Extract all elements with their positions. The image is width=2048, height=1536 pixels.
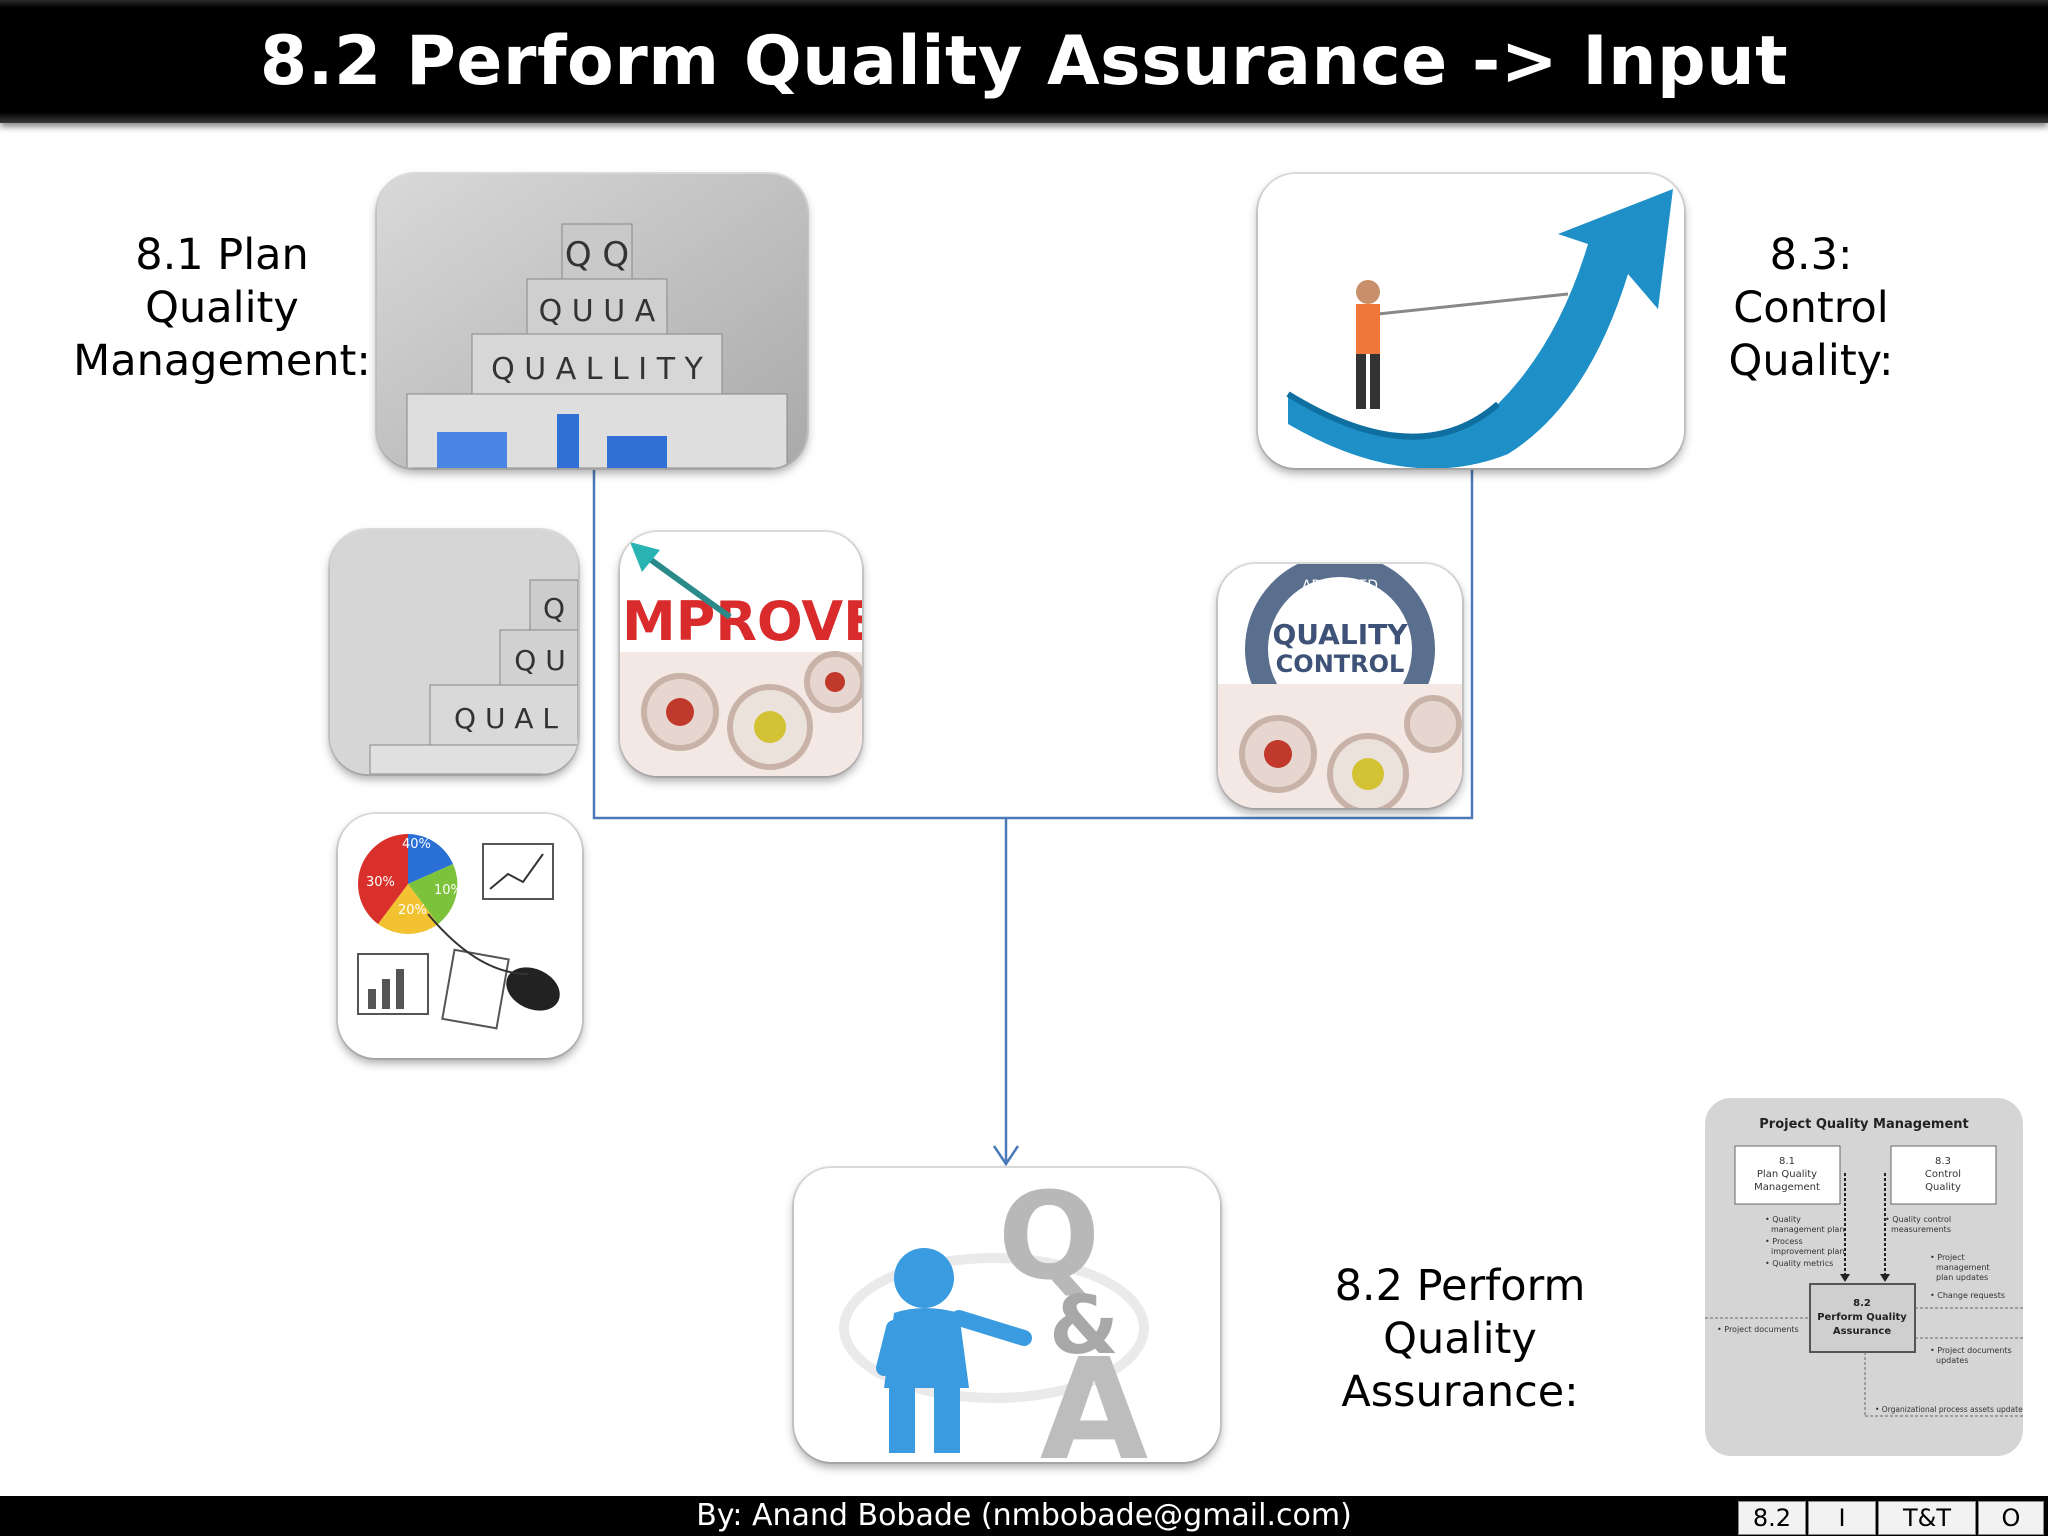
small-cube-letter-1: Q <box>543 592 565 625</box>
label-control-line1: 8.3: Control <box>1733 230 1889 333</box>
improve-text: IMPROVE <box>620 590 862 653</box>
seal-quality-text: QUALITY <box>1273 618 1409 651</box>
input-83-1: • Quality control <box>1885 1215 1951 1224</box>
box-81-line1: 8.1 <box>1779 1156 1795 1167</box>
slide-title: 8.2 Perform Quality Assurance -> Input <box>259 22 1789 101</box>
process-diagram-thumbnail: Project Quality Management 8.1 Plan Qual… <box>1705 1098 2023 1456</box>
box-83-line2: Control <box>1925 1169 1961 1180</box>
box-81-line2: Plan Quality <box>1757 1169 1817 1180</box>
output-3: plan updates <box>1936 1273 1988 1282</box>
box-82-line3: Assurance <box>1833 1326 1891 1337</box>
box-83-line1: 8.3 <box>1935 1156 1951 1167</box>
label-perform-qa: 8.2 Perform Quality Assurance: <box>1270 1260 1650 1419</box>
small-cube-letter-3: Q U A L <box>454 702 558 735</box>
input-81-3: • Process <box>1765 1237 1803 1246</box>
man-pulling-growth-arrow-icon <box>1258 174 1684 468</box>
output-2: management <box>1936 1263 1990 1272</box>
output-6: updates <box>1936 1356 1968 1365</box>
input-81-1: • Quality <box>1765 1215 1801 1224</box>
box-81-line3: Management <box>1754 1182 1820 1193</box>
input-83-2: measurements <box>1891 1225 1951 1234</box>
label-plan-line2: Management: <box>73 336 371 386</box>
growth-arrow-image <box>1258 174 1684 468</box>
label-control-quality: 8.3: Control Quality: <box>1686 229 1936 388</box>
quality-control-seal-icon: APPROVED QUALITY CONTROL <box>1218 564 1462 808</box>
box-83-line3: Quality <box>1925 1182 1961 1193</box>
cube-letters-row: Q U A L L I T Y <box>491 352 703 387</box>
box-82-line2: Perform Quality <box>1817 1312 1907 1323</box>
qa-image: Q & A <box>794 1168 1220 1462</box>
process-diagram-svg: Project Quality Management 8.1 Plan Qual… <box>1705 1117 2023 1417</box>
person-leaning-on-qa-icon: Q & A <box>794 1168 1220 1462</box>
pie-label-10: 10% <box>434 883 463 898</box>
output-4: • Change requests <box>1930 1291 2005 1300</box>
small-cube-letter-2: Q U <box>514 644 565 677</box>
quality-control-image: APPROVED QUALITY CONTROL <box>1218 564 1462 808</box>
qa-ampersand: & <box>1049 1279 1119 1372</box>
box-82-line1: 8.2 <box>1853 1298 1871 1309</box>
footer-author: By: Anand Bobade (nmbobade@gmail.com) <box>696 1498 1352 1533</box>
output-1: • Project <box>1930 1253 1965 1262</box>
cube-letters-top: Q Q <box>565 235 629 275</box>
quality-blocks-image: Q Q Q U U A Q U A L L I T Y <box>377 174 807 468</box>
small-quality-cubes-icon: Q Q U Q U A L <box>330 530 578 774</box>
seal-control-text: CONTROL <box>1276 650 1405 678</box>
nav-button-input[interactable]: I <box>1808 1501 1876 1535</box>
charts-and-mouse-icon: 40% 30% 20% 10% <box>338 814 582 1058</box>
label-perform-line1: 8.2 Perform <box>1334 1261 1586 1311</box>
quality-cubes-icon: Q Q Q U U A Q U A L L I T Y <box>377 174 807 468</box>
qa-letter-a: A <box>1040 1329 1148 1462</box>
nav-button-8-2[interactable]: 8.2 <box>1738 1501 1806 1535</box>
input-81-2: management plan <box>1771 1225 1844 1234</box>
label-perform-line2: Quality Assurance: <box>1341 1314 1579 1417</box>
pie-label-20: 20% <box>398 903 427 918</box>
connector-arrowhead <box>992 1145 1020 1167</box>
title-bar: 8.2 Perform Quality Assurance -> Input <box>0 0 2048 123</box>
bottom-output-text: • Organizational process assets updates <box>1875 1405 2023 1414</box>
left-input-text: • Project documents <box>1717 1325 1799 1334</box>
process-diagram-title: Project Quality Management <box>1759 1117 1969 1132</box>
footer-bar: By: Anand Bobade (nmbobade@gmail.com) 8.… <box>0 1496 2048 1536</box>
pie-label-40: 40% <box>402 837 431 852</box>
nav-button-output[interactable]: O <box>1978 1501 2044 1535</box>
small-quality-blocks-image: Q Q U Q U A L <box>330 530 578 774</box>
label-control-line2: Quality: <box>1728 336 1894 386</box>
improve-image: IMPROVE <box>620 532 862 776</box>
improve-target-gears-icon: IMPROVE <box>620 532 862 776</box>
label-plan-quality: 8.1 Plan Quality Management: <box>64 229 380 388</box>
label-plan-line1: 8.1 Plan Quality <box>135 230 309 333</box>
input-81-5: • Quality metrics <box>1765 1259 1833 1268</box>
nav-button-tools-techniques[interactable]: T&T <box>1878 1501 1976 1535</box>
connector-bracket <box>592 470 1474 820</box>
seal-ring-text: APPROVED <box>1302 578 1378 594</box>
cube-letters-mid: Q U U A <box>539 294 656 329</box>
charts-image: 40% 30% 20% 10% <box>338 814 582 1058</box>
input-81-4: improvement plan <box>1771 1247 1845 1256</box>
output-5: • Project documents <box>1930 1346 2012 1355</box>
qa-letter-q: Q <box>998 1168 1100 1307</box>
pie-label-30: 30% <box>366 875 395 890</box>
